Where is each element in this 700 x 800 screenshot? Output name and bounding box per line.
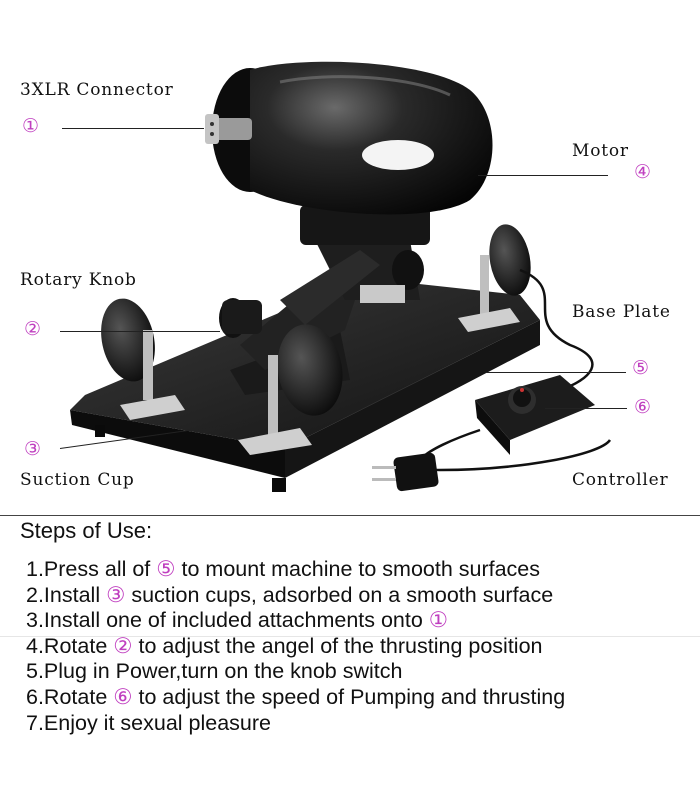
label-suction-cup: Suction Cup — [20, 470, 135, 490]
step-item: 1.Press all of ⑤ to mount machine to smo… — [26, 557, 541, 581]
steps-title: Steps of Use: — [20, 518, 153, 543]
steps-list: 1.Press all of ⑤ to mount machine to smo… — [26, 557, 565, 736]
label-rotary-knob: Rotary Knob — [20, 270, 137, 290]
suction-cup — [101, 224, 531, 455]
marker-4: ④ — [634, 161, 652, 183]
marker-1: ① — [22, 115, 40, 137]
motor-body — [212, 61, 493, 215]
section-divider — [0, 515, 700, 516]
leader-connector — [62, 128, 204, 129]
step-item: 6.Rotate ⑥ to adjust the speed of Pumpin… — [26, 684, 566, 709]
faint-divider — [0, 636, 700, 637]
rotary-knob — [219, 250, 424, 338]
marker-2: ② — [24, 318, 42, 340]
step-item: 2.Install ③ suction cups, adsorbed on a … — [26, 582, 554, 607]
leader-controller — [545, 408, 627, 409]
step-item: 5.Plug in Power,turn on the knob switch — [26, 659, 403, 684]
leader-rotary-knob — [60, 331, 220, 332]
marker-5: ⑤ — [632, 357, 650, 379]
leader-base-plate — [486, 372, 626, 373]
controller-device — [372, 268, 612, 492]
label-controller: Controller — [572, 470, 669, 490]
label-connector: 3XLR Connector — [20, 80, 174, 100]
marker-3: ③ — [24, 438, 42, 460]
leader-motor — [478, 175, 608, 176]
step-item: 3.Install one of included attachments on… — [26, 608, 449, 633]
xlr-connector — [205, 114, 252, 144]
step-item: 4.Rotate ② to adjust the angel of the th… — [26, 633, 543, 658]
label-motor: Motor — [572, 141, 629, 161]
label-base-plate: Base Plate — [572, 302, 671, 322]
machine-illustration — [70, 61, 612, 492]
marker-6: ⑥ — [634, 396, 652, 418]
step-item: 7.Enjoy it sexual pleasure — [26, 710, 272, 735]
